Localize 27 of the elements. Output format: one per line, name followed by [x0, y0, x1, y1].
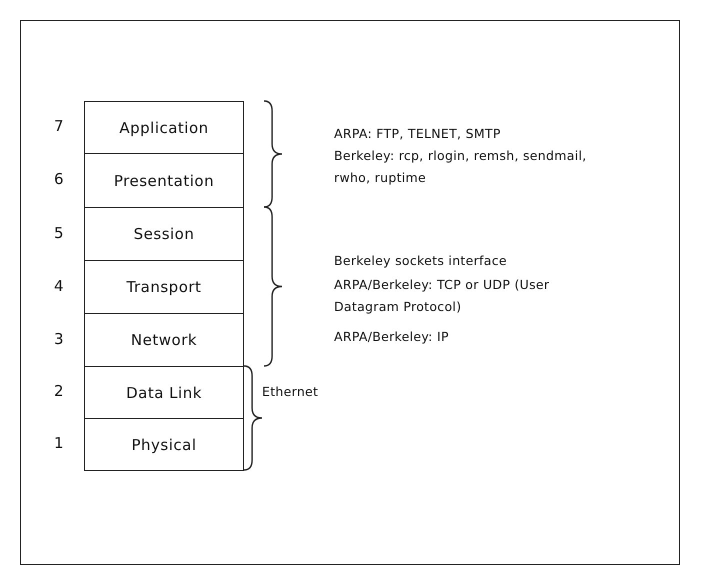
layer-number: 2	[54, 382, 64, 400]
annotation-text: Berkeley sockets interface	[334, 252, 508, 270]
layer-box	[84, 153, 244, 208]
layer-name: Application	[119, 118, 209, 136]
layer-number: 7	[54, 117, 64, 135]
layer-number: 5	[54, 224, 64, 242]
layer-box	[84, 366, 244, 419]
layer-name: Session	[134, 225, 194, 243]
layer-name: Physical	[131, 436, 197, 454]
layer-number: 4	[54, 276, 64, 294]
layer-box	[84, 418, 244, 471]
annotation-text: Ethernet	[262, 383, 320, 401]
annotation-text: Berkeley: rcp, rlogin, remsh, sendmail, rwho, ruptime	[334, 147, 588, 187]
layer-number: 3	[54, 330, 64, 348]
layer-box	[84, 101, 244, 154]
layer-box	[84, 260, 244, 314]
layer-box	[84, 207, 244, 261]
layer-name: Transport	[126, 278, 202, 296]
layer-name: Network	[130, 331, 198, 349]
layer-name: Data Link	[126, 384, 202, 402]
layer-number: 6	[54, 170, 64, 188]
annotation-text: ARPA/Berkeley: TCP or UDP (User Datagram Protocol)	[334, 276, 550, 316]
layer-name: Presentation	[114, 172, 214, 190]
annotation-text: ARPA: FTP, TELNET, SMTP	[334, 125, 502, 143]
layer-number: 1	[54, 434, 64, 452]
annotation-text: ARPA/Berkeley: IP	[334, 328, 450, 346]
layer-box	[84, 313, 244, 367]
